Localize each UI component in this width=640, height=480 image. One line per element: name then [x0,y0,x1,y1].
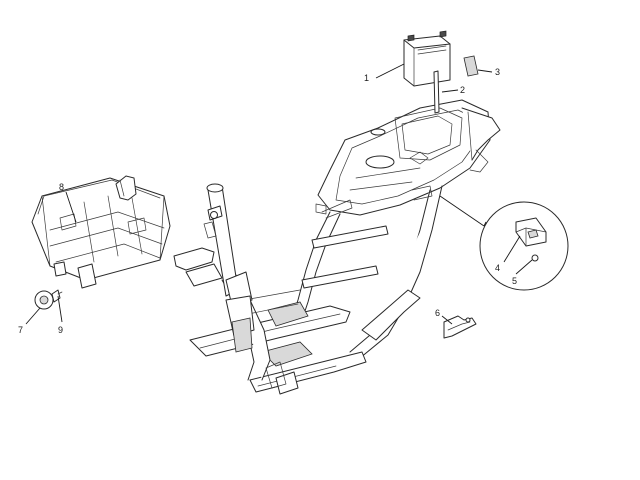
callout-3: 3 [495,67,500,77]
callout-2: 2 [460,85,465,95]
callout-4: 4 [495,263,500,273]
leader-lines [25,63,533,325]
callout-6: 6 [435,308,440,318]
callout-5: 5 [512,276,517,286]
horn [34,289,63,310]
front-rack [31,175,171,289]
relay-detail [439,195,569,291]
callout-1: 1 [364,73,369,83]
battery-group [403,30,479,114]
callout-9: 9 [58,325,63,335]
callout-7: 7 [18,325,23,335]
bracket-part [443,315,477,339]
chassis-frame [173,99,501,395]
callout-labels: 1 2 3 4 5 6 7 8 9 [18,67,517,335]
callout-8: 8 [59,182,64,192]
